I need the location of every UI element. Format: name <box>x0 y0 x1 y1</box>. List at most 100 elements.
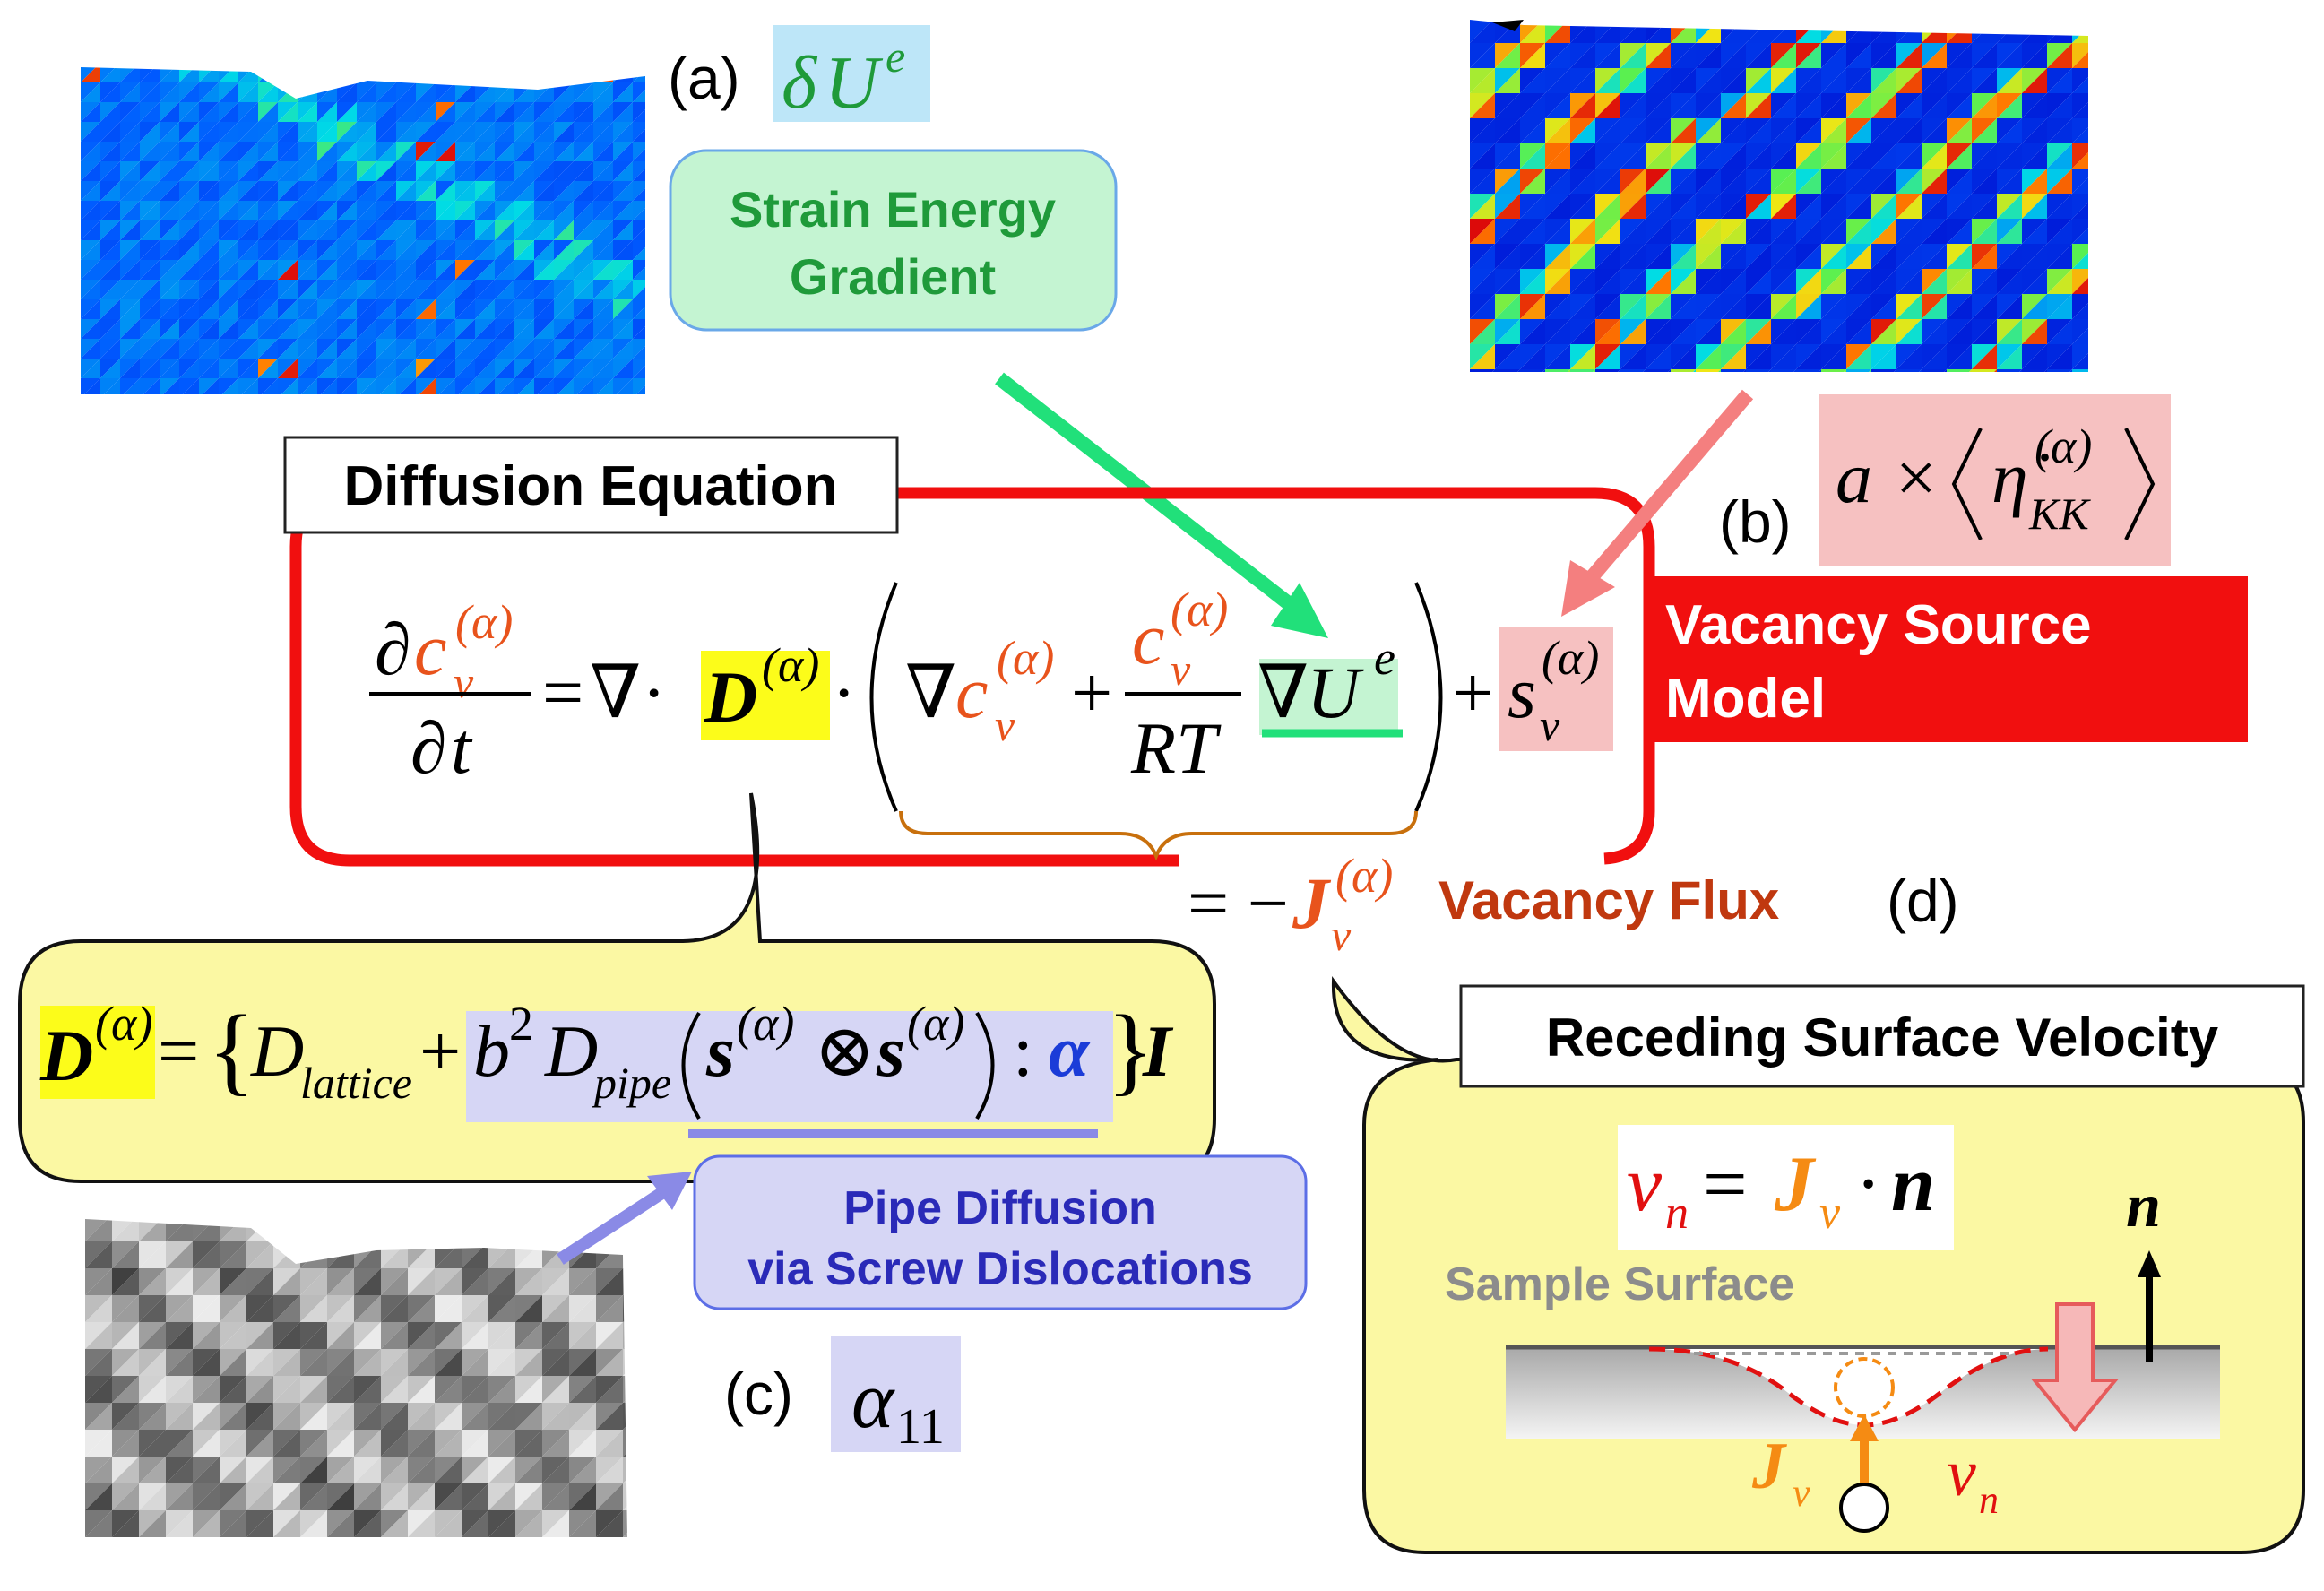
map-a-cell <box>396 359 416 378</box>
map-c-cell <box>381 1537 408 1564</box>
map-b-cell <box>1796 118 1821 143</box>
map-a-cell <box>396 260 416 280</box>
map-a-cell <box>455 201 475 220</box>
map-b-cell <box>2022 169 2047 194</box>
jv-label: J <box>1751 1430 1787 1503</box>
map-a-cell <box>140 122 160 142</box>
map-b-cell <box>1796 43 1821 68</box>
map-c-cell <box>354 1219 381 1241</box>
map-c-cell <box>85 1322 112 1349</box>
map-c-cell <box>327 1219 354 1241</box>
map-b-cell <box>1896 269 1922 294</box>
map-a-cell <box>100 161 120 181</box>
map-c-cell <box>596 1457 623 1483</box>
map-a-cell <box>258 260 278 280</box>
map-a-cell <box>238 280 258 299</box>
map-a-cell <box>514 359 534 378</box>
map-b-cell <box>1746 319 1771 344</box>
map-b-cell <box>1746 219 1771 244</box>
map-a-cell <box>219 142 238 161</box>
eq-dot-2: · <box>832 652 856 733</box>
map-b-cell <box>1520 244 1545 269</box>
map-c-cell <box>381 1219 408 1241</box>
map-c-cell <box>112 1430 139 1457</box>
eq-s-sup: (α) <box>1542 631 1599 685</box>
map-c-cell <box>327 1537 354 1564</box>
map-c-cell <box>300 1537 327 1564</box>
d-def-left-paren <box>681 1011 701 1120</box>
map-c-cell <box>488 1219 515 1241</box>
map-a-cell <box>199 339 219 359</box>
map-b-cell <box>1646 319 1671 344</box>
map-b-cell <box>1545 118 1570 143</box>
map-b-cell <box>1646 194 1671 219</box>
map-c-cell <box>85 1483 112 1510</box>
map-b-cell <box>1896 369 1922 372</box>
eq-nabla-1: ∇ <box>590 652 641 733</box>
map-b-cell <box>1746 294 1771 319</box>
map-c-cell <box>300 1537 327 1564</box>
map-c-cell <box>85 1537 112 1564</box>
map-a-cell <box>376 201 396 220</box>
map-a-cell <box>179 299 199 319</box>
map-a-cell <box>613 398 633 418</box>
map-a-cell <box>475 378 495 394</box>
map-a-cell <box>258 280 278 299</box>
map-b-cell <box>1520 369 1545 372</box>
map-c-cell <box>488 1322 515 1349</box>
map-c-cell <box>408 1219 435 1241</box>
map-b-cell <box>1746 369 1771 372</box>
eq-partial-top: ∂ <box>375 609 411 690</box>
map-b-cell <box>1646 68 1671 93</box>
map-a-cell <box>278 240 298 260</box>
map-a-cell <box>534 102 554 122</box>
map-a-cell <box>593 142 613 161</box>
map-a-cell <box>81 240 100 260</box>
map-b-cell <box>1470 169 1495 194</box>
vn-dot: · <box>1855 1141 1881 1228</box>
map-c-cell <box>462 1219 488 1241</box>
map-b-cell <box>1997 93 2022 118</box>
map-a-cell <box>436 319 455 339</box>
map-c-cell <box>273 1510 300 1537</box>
map-a-cell <box>455 359 475 378</box>
map-c-cell <box>623 1349 627 1376</box>
map-a-cell <box>396 142 416 161</box>
map-a-cell <box>376 398 396 418</box>
map-b-cell <box>1495 118 1520 143</box>
map-a-cell <box>278 201 298 220</box>
map-b-cell <box>1495 294 1520 319</box>
map-a-cell <box>120 102 140 122</box>
map-b-cell <box>1646 294 1671 319</box>
map-b-cell <box>2047 93 2072 118</box>
map-a-cell <box>475 260 495 280</box>
map-c-cell <box>515 1295 542 1322</box>
map-a-cell <box>337 398 357 418</box>
map-a-cell <box>455 142 475 161</box>
map-a-cell <box>376 82 396 102</box>
map-a-cell <box>436 82 455 102</box>
map-a-cell <box>298 339 317 359</box>
d-def-pipe-sub: pipe <box>592 1058 671 1108</box>
map-c-cell <box>273 1219 300 1241</box>
map-b-cell <box>1796 194 1821 219</box>
map-c-cell <box>596 1376 623 1403</box>
map-b-cell <box>1896 294 1922 319</box>
map-c-cell <box>488 1537 515 1564</box>
map-b-cell <box>1696 194 1721 219</box>
map-a-cell <box>416 240 436 260</box>
map-a-cell <box>376 398 396 418</box>
map-a-cell <box>81 299 100 319</box>
map-c-cell <box>273 1430 300 1457</box>
map-a-cell <box>179 102 199 122</box>
map-b-cell <box>1495 344 1520 369</box>
map-b-cell <box>1746 68 1771 93</box>
map-c-cell <box>462 1349 488 1376</box>
map-a-cell <box>298 240 317 260</box>
label-d: (d) <box>1887 868 1959 934</box>
map-a-cell <box>100 299 120 319</box>
map-a-cell <box>633 122 645 142</box>
map-a-cell <box>278 67 298 82</box>
map-a-cell <box>436 201 455 220</box>
map-a-cell <box>613 319 633 339</box>
